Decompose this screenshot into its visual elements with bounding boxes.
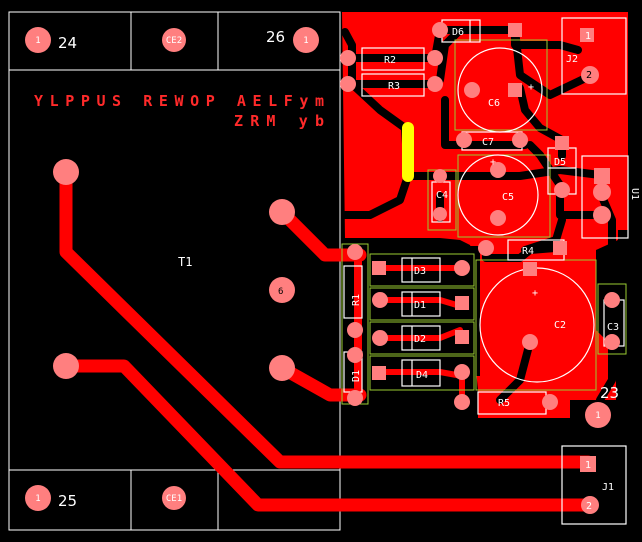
corner-number-23: 23: [600, 384, 619, 402]
svg-text:C4: C4: [436, 190, 448, 201]
corner-number-25: 25: [58, 492, 77, 510]
t1-pin6-pad: [269, 277, 295, 303]
svg-text:C5: C5: [502, 192, 514, 203]
svg-text:D2: D2: [414, 334, 426, 345]
mounting-hole-numbers: 1 1 1 1 CE2 CE1: [35, 36, 600, 504]
pads: [25, 22, 620, 514]
component-labels: T1 6 R1 D1 D3 D1 D2 D4 R2 R3 D6 C6 C7 C5…: [178, 27, 640, 512]
svg-text:2: 2: [586, 70, 592, 81]
copper-pour: [342, 12, 628, 418]
svg-text:C2: C2: [554, 320, 566, 331]
svg-text:+: +: [532, 288, 538, 299]
svg-text:R1: R1: [351, 294, 362, 306]
board-title-line1: YLPPUS REWOP AELFym: [34, 92, 324, 110]
svg-text:+: +: [490, 157, 496, 168]
svg-text:T1: T1: [178, 255, 192, 269]
svg-text:R5: R5: [498, 398, 510, 409]
svg-text:R4: R4: [522, 246, 534, 257]
svg-text:CE2: CE2: [166, 36, 182, 46]
svg-text:1: 1: [585, 31, 591, 42]
svg-text:D1: D1: [351, 370, 362, 382]
svg-text:6: 6: [278, 287, 283, 297]
board-outline: [8, 11, 341, 531]
svg-text:1: 1: [585, 460, 591, 471]
corner-number-24: 24: [58, 34, 77, 52]
svg-text:J1: J1: [602, 482, 614, 493]
svg-text:C3: C3: [607, 322, 619, 333]
board-title-line2: ZRM yb: [234, 112, 324, 130]
pour-gap: [470, 246, 480, 376]
svg-text:1: 1: [595, 411, 600, 421]
svg-text:2: 2: [586, 501, 592, 512]
svg-text:D6: D6: [452, 27, 464, 38]
svg-text:D5: D5: [554, 157, 566, 168]
svg-text:D1: D1: [414, 300, 426, 311]
svg-text:1: 1: [35, 494, 40, 504]
svg-text:R2: R2: [384, 55, 396, 66]
svg-text:D4: D4: [416, 370, 428, 381]
corner-number-26: 26: [266, 28, 285, 46]
svg-text:J2: J2: [566, 54, 578, 65]
svg-text:D3: D3: [414, 266, 426, 277]
svg-text:+: +: [528, 82, 534, 93]
svg-text:U1: U1: [629, 188, 640, 200]
svg-text:1: 1: [303, 36, 308, 46]
svg-text:C6: C6: [488, 98, 500, 109]
traces: [59, 165, 597, 512]
svg-text:CE1: CE1: [166, 494, 182, 504]
svg-text:C7: C7: [482, 137, 494, 148]
svg-text:1: 1: [35, 36, 40, 46]
svg-text:R3: R3: [388, 81, 400, 92]
